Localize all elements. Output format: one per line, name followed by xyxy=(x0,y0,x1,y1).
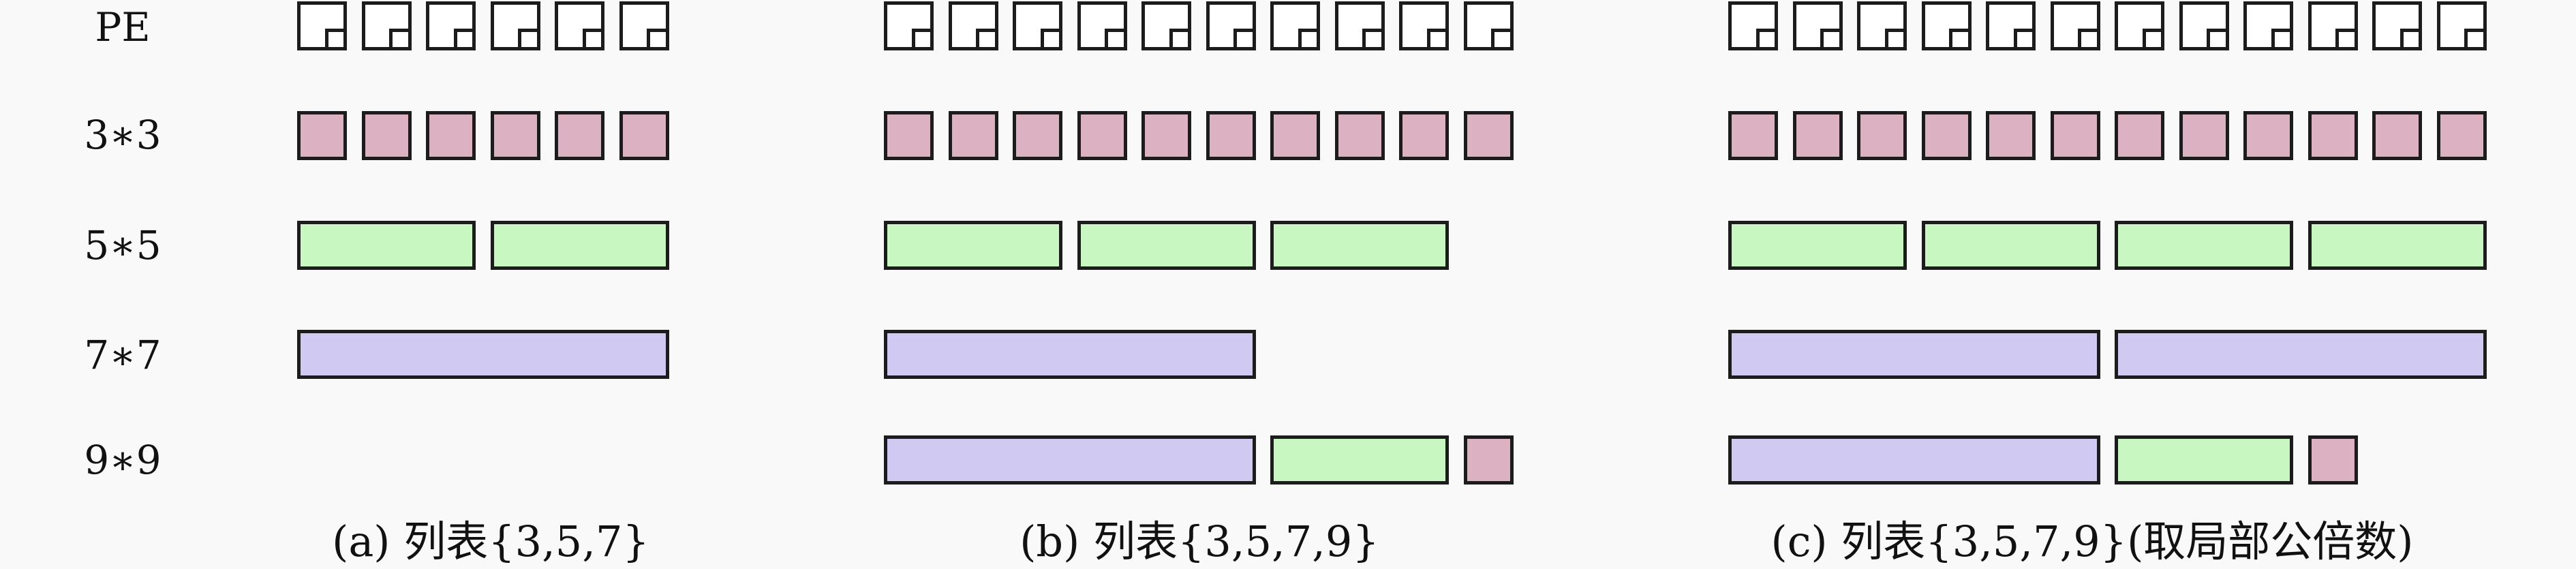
pe-cell-icon xyxy=(1334,1,1385,50)
block-k3-in-row-k3 xyxy=(2372,111,2422,160)
pe-cell-icon xyxy=(2050,1,2100,50)
block-k3-in-row-k3 xyxy=(1141,111,1191,160)
pe-cell-icon xyxy=(1463,1,1514,50)
block-k3-in-row-k3 xyxy=(1921,111,1972,160)
block-k5-in-row-k9 xyxy=(1270,435,1449,485)
block-k3-in-row-k3 xyxy=(1334,111,1385,160)
block-k3-in-row-k3 xyxy=(1077,111,1127,160)
block-k5-in-row-k5 xyxy=(490,221,669,270)
block-k3-in-row-k3 xyxy=(2307,111,2358,160)
block-k5-in-row-k5 xyxy=(1921,221,2100,270)
pe-cell-icon xyxy=(297,1,347,50)
block-k3-in-row-k3 xyxy=(2179,111,2229,160)
block-k3-in-row-k3 xyxy=(1206,111,1256,160)
block-k7-in-row-k9 xyxy=(884,435,1256,485)
row-label-9x9: 9∗9 xyxy=(84,437,162,483)
pe-cell-icon xyxy=(1077,1,1127,50)
pe-cell-icon xyxy=(555,1,604,50)
block-k5-in-row-k5 xyxy=(2115,221,2293,270)
block-k3-in-row-k3 xyxy=(2050,111,2100,160)
block-k7-in-row-k7 xyxy=(297,330,669,379)
pe-cell-icon xyxy=(361,1,412,50)
pe-cell-icon xyxy=(1728,1,1778,50)
pe-cell-icon xyxy=(1141,1,1191,50)
block-k3-in-row-k3 xyxy=(2436,111,2487,160)
block-k3-in-row-k9 xyxy=(1463,435,1514,485)
block-k3-in-row-k3 xyxy=(555,111,604,160)
block-k7-in-row-k7 xyxy=(884,330,1256,379)
block-k5-in-row-k5 xyxy=(297,221,476,270)
block-k5-in-row-k5 xyxy=(1270,221,1449,270)
row-label-pe: PE xyxy=(95,4,151,50)
block-k5-in-row-k5 xyxy=(1728,221,1907,270)
block-k3-in-row-k3 xyxy=(297,111,347,160)
caption-c: (c) 列表{3,5,7,9}(取局部公倍数) xyxy=(1770,517,2414,566)
block-k3-in-row-k3 xyxy=(1792,111,1843,160)
block-k3-in-row-k3 xyxy=(1857,111,1907,160)
block-k3-in-row-k3 xyxy=(1728,111,1778,160)
block-k5-in-row-k5 xyxy=(1077,221,1256,270)
block-k3-in-row-k3 xyxy=(884,111,934,160)
pe-cell-icon xyxy=(2179,1,2229,50)
block-k3-in-row-k3 xyxy=(1013,111,1062,160)
block-k7-in-row-k7 xyxy=(1728,330,2100,379)
block-k3-in-row-k3 xyxy=(1986,111,2036,160)
caption-b: (b) 列表{3,5,7,9} xyxy=(1019,517,1379,566)
block-k3-in-row-k3 xyxy=(1463,111,1514,160)
row-label-7x7: 7∗7 xyxy=(84,332,162,378)
pe-cell-icon xyxy=(1792,1,1843,50)
pe-cell-icon xyxy=(884,1,934,50)
block-k3-in-row-k3 xyxy=(1399,111,1449,160)
pe-cell-icon xyxy=(1206,1,1256,50)
block-k5-in-row-k5 xyxy=(2307,221,2487,270)
block-k5-in-row-k9 xyxy=(2115,435,2293,485)
pe-cell-icon xyxy=(1399,1,1449,50)
pe-cell-icon xyxy=(490,1,540,50)
pe-cell-icon xyxy=(2436,1,2487,50)
pe-cell-icon xyxy=(1921,1,1972,50)
block-k3-in-row-k3 xyxy=(426,111,476,160)
pe-cell-icon xyxy=(2115,1,2164,50)
pe-cell-icon xyxy=(2307,1,2358,50)
block-k7-in-row-k9 xyxy=(1728,435,2100,485)
block-k3-in-row-k3 xyxy=(619,111,669,160)
pe-cell-icon xyxy=(426,1,476,50)
block-k3-in-row-k3 xyxy=(2243,111,2293,160)
block-k3-in-row-k3 xyxy=(1270,111,1320,160)
pe-cell-icon xyxy=(619,1,669,50)
pe-cell-icon xyxy=(1986,1,2036,50)
pe-cell-icon xyxy=(1270,1,1320,50)
block-k3-in-row-k3 xyxy=(490,111,540,160)
pe-cell-icon xyxy=(1857,1,1907,50)
row-label-3x3: 3∗3 xyxy=(84,112,162,158)
block-k3-in-row-k9 xyxy=(2307,435,2358,485)
block-k7-in-row-k7 xyxy=(2115,330,2487,379)
pe-cell-icon xyxy=(2372,1,2422,50)
block-k3-in-row-k3 xyxy=(361,111,412,160)
block-k3-in-row-k3 xyxy=(2115,111,2164,160)
pe-cell-icon xyxy=(948,1,998,50)
caption-a: (a) 列表{3,5,7} xyxy=(332,517,649,566)
block-k3-in-row-k3 xyxy=(948,111,998,160)
pe-cell-icon xyxy=(2243,1,2293,50)
pe-cell-icon xyxy=(1013,1,1062,50)
row-label-5x5: 5∗5 xyxy=(84,222,162,268)
block-k5-in-row-k5 xyxy=(884,221,1062,270)
